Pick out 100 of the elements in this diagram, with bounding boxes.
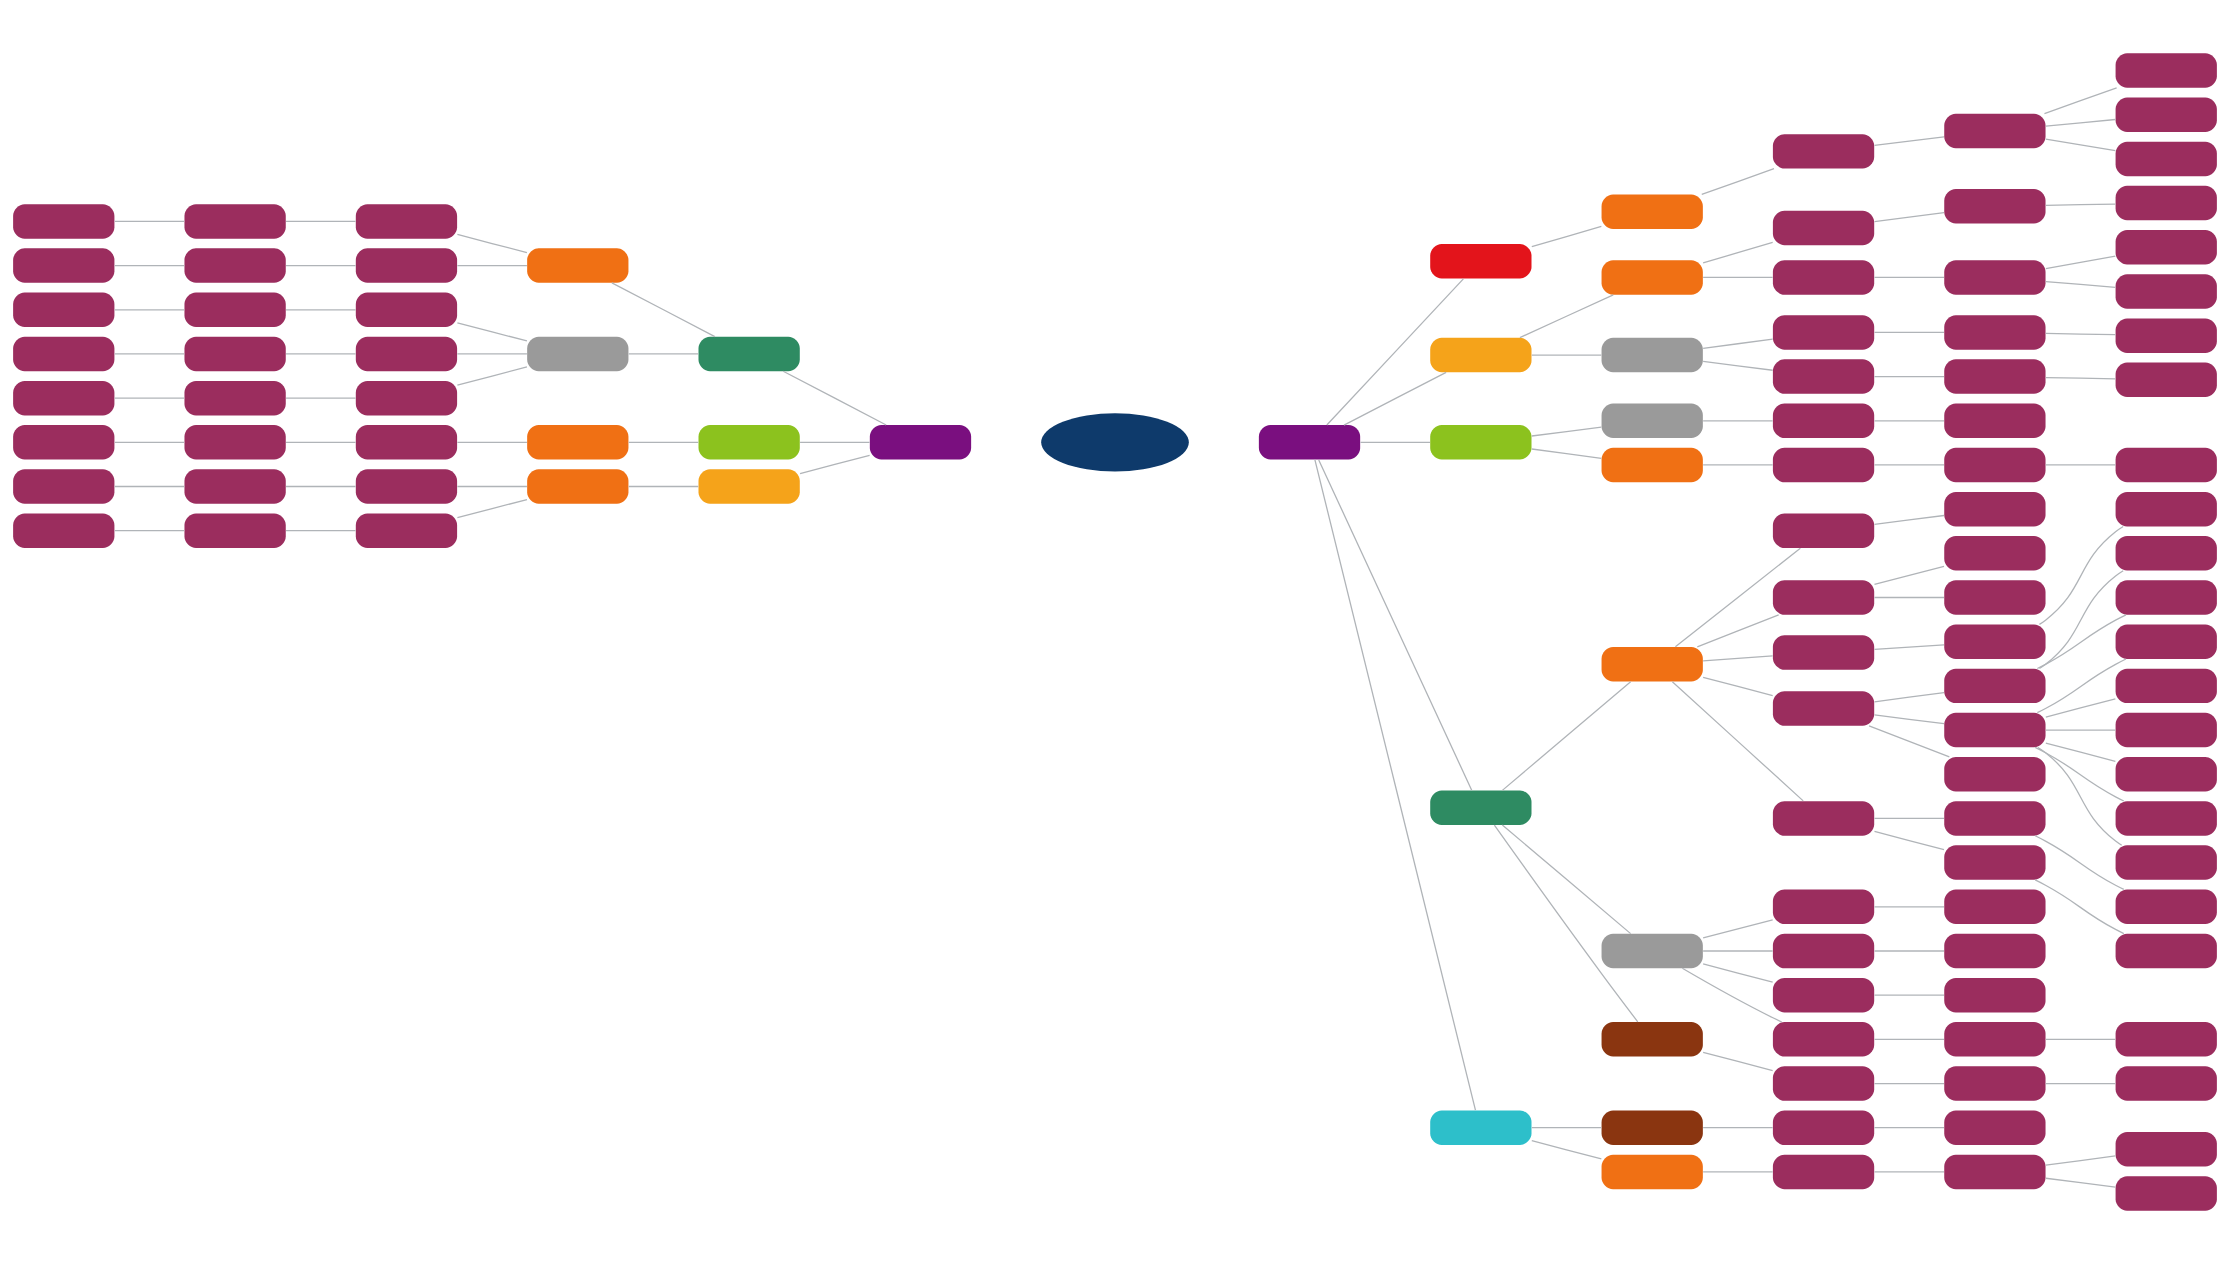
node-box — [184, 204, 286, 239]
connector — [1531, 448, 1602, 459]
connector — [628, 485, 699, 488]
connector — [1873, 691, 1945, 703]
node-box — [1772, 801, 1875, 836]
node-box — [1601, 403, 1703, 439]
connector — [1873, 276, 1945, 279]
connector — [2034, 746, 2125, 802]
connector — [1702, 338, 1774, 350]
node-box — [1944, 668, 2046, 704]
connector — [1531, 1127, 1602, 1129]
node-box — [2115, 1066, 2217, 1101]
node-box — [2115, 536, 2217, 571]
connector — [285, 441, 357, 443]
connector — [114, 397, 185, 399]
node-box — [1772, 580, 1875, 615]
node-box — [698, 469, 800, 504]
connector — [456, 264, 528, 267]
connector — [1314, 458, 1477, 1111]
node-box — [1601, 933, 1703, 969]
node-box — [1772, 889, 1875, 925]
connector — [2045, 1155, 2116, 1166]
node-box — [1601, 447, 1703, 483]
connector — [1702, 655, 1774, 662]
node-box — [1772, 1022, 1875, 1057]
connector — [1873, 136, 1945, 146]
node-box — [184, 425, 286, 460]
connector — [1873, 331, 1945, 334]
node-box — [355, 425, 458, 460]
node-box — [2115, 1022, 2217, 1057]
node-box — [1772, 1154, 1875, 1190]
connector — [2045, 332, 2116, 336]
connector — [1873, 565, 1945, 586]
connector — [1702, 1171, 1774, 1173]
connector — [114, 353, 185, 355]
node-box — [1601, 1154, 1703, 1190]
node-box — [184, 336, 286, 372]
node-box — [355, 336, 458, 372]
node-box — [2115, 141, 2217, 177]
node-box — [184, 248, 286, 283]
node-box — [355, 469, 458, 504]
node-box — [2115, 933, 2217, 969]
connector — [1873, 212, 1945, 223]
node-box — [2115, 97, 2217, 132]
connector — [1873, 950, 1945, 952]
node-box — [355, 513, 458, 548]
connector — [456, 498, 528, 519]
node-box — [1772, 134, 1875, 169]
node-box — [1944, 845, 2046, 880]
node-box — [184, 513, 286, 548]
connector — [1501, 681, 1632, 791]
connector — [1326, 278, 1464, 426]
connector — [1531, 426, 1602, 437]
connector — [2043, 87, 2118, 115]
node-box — [1430, 425, 1532, 460]
connector — [2038, 525, 2124, 625]
node-box — [527, 336, 629, 372]
node-box — [1944, 580, 2046, 615]
node-box — [13, 248, 115, 283]
node-box — [2115, 1132, 2217, 1167]
node-box — [1772, 403, 1875, 439]
node-box — [1944, 536, 2046, 571]
connector — [1873, 420, 1945, 422]
connector — [2045, 255, 2116, 270]
node-box — [1601, 260, 1703, 295]
connector — [1519, 294, 1614, 339]
node-box — [2115, 230, 2217, 265]
node-box — [1430, 1110, 1532, 1145]
connector — [1702, 420, 1774, 422]
node-box — [1944, 113, 2046, 149]
node-box — [527, 248, 629, 283]
node-box — [2115, 712, 2217, 748]
node-box — [13, 425, 115, 460]
node-box — [13, 513, 115, 548]
node-box — [1944, 447, 2046, 483]
connector — [1702, 1051, 1774, 1072]
node-box — [1772, 635, 1875, 670]
node-box — [1772, 977, 1875, 1013]
node-box — [1430, 337, 1532, 373]
connector — [2045, 138, 2116, 152]
node-box — [13, 204, 115, 239]
node-box — [355, 292, 458, 328]
connector — [1873, 994, 1945, 996]
node-box — [2115, 801, 2217, 836]
node-box — [1601, 337, 1703, 373]
node-box — [1944, 1154, 2046, 1190]
connector — [2038, 570, 2124, 670]
connector — [1701, 168, 1775, 196]
node-box — [1601, 647, 1703, 682]
node-box — [1944, 315, 2046, 350]
node-box — [1772, 1066, 1875, 1101]
connector — [1702, 360, 1774, 371]
connector — [1531, 225, 1602, 248]
connector — [2034, 835, 2125, 891]
node-box — [698, 425, 800, 460]
node-box — [184, 380, 286, 416]
connector — [456, 441, 528, 443]
connector — [1873, 1082, 1945, 1085]
node-ellipse — [1041, 413, 1189, 472]
node-box — [355, 204, 458, 239]
